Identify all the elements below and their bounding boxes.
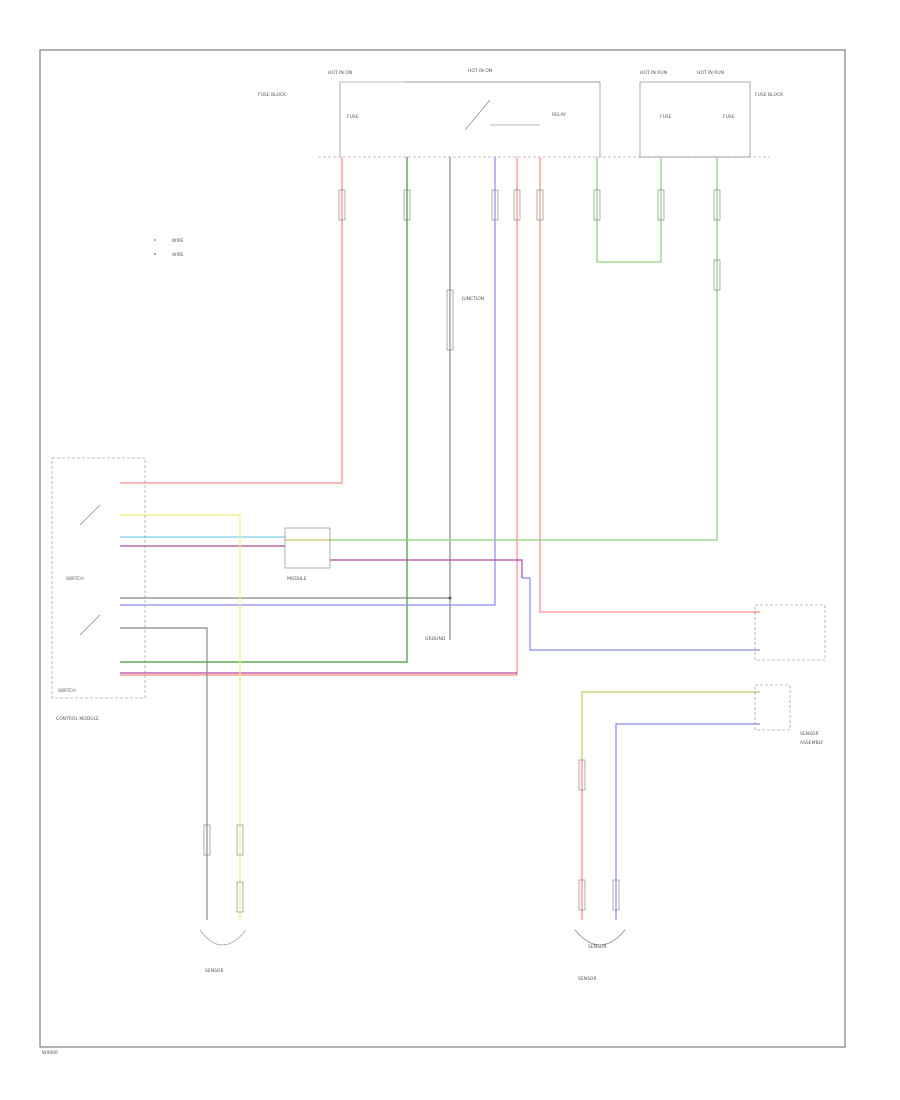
fuse-top-right1-label: HOT IN RUN — [640, 70, 667, 76]
connector-mark — [513, 189, 521, 221]
connector-mark — [203, 824, 211, 856]
legend-marker-1 — [154, 239, 156, 241]
left-box-caption: CONTROL MODULE — [56, 716, 99, 722]
bottom-right-sensor-body — [574, 929, 626, 946]
wire-yellow-green-2 — [581, 691, 760, 760]
fuse-top-right2-label: HOT IN RUN — [697, 70, 724, 76]
mid-junction: JUNCTION GROUND — [425, 289, 484, 642]
wire-blue-1 — [120, 157, 496, 606]
fuse-block-right: HOT IN RUN HOT IN RUN FUSE FUSE FUSE BLO… — [639, 70, 784, 158]
junction-connector — [446, 289, 454, 351]
switch-box-name: SWITCH — [66, 576, 84, 582]
diagram-frame — [39, 49, 846, 1048]
legend-item-1: WIRE — [172, 238, 184, 244]
wire-green-1 — [120, 157, 408, 663]
relay-contact — [464, 99, 491, 131]
relay-label: RELAY — [552, 112, 566, 118]
connector-mark — [338, 189, 346, 221]
bottom-left-caption: SENSOR — [205, 968, 224, 974]
left-switch-lever-2 — [79, 614, 101, 636]
connector-mark — [236, 824, 244, 856]
connector-mark — [713, 189, 721, 221]
legend-item-2: WIRE — [172, 252, 184, 258]
connector-mark — [713, 259, 721, 291]
sensor-right-caption: SENSOR — [800, 731, 819, 737]
center-module-box — [284, 527, 331, 569]
connector-mark — [657, 189, 665, 221]
wire-blue-2 — [522, 577, 760, 651]
wire-purple-2 — [330, 559, 523, 578]
footer-code: W0000 — [42, 1050, 58, 1056]
bottom-right-sensor: SENSOR SENSOR — [574, 929, 626, 982]
wire-red-2 — [120, 157, 518, 676]
right-lower-outline — [754, 684, 791, 731]
connector-mark — [612, 879, 620, 911]
fuse2-label: FUSE — [660, 114, 672, 120]
wire-gray-3 — [120, 627, 208, 920]
left-switch-caption: SWITCH — [58, 688, 76, 694]
left-module-outline — [51, 457, 146, 699]
connector-mark — [593, 189, 601, 221]
right-sensor-outline — [754, 604, 826, 661]
wire-blue-3 — [615, 723, 760, 920]
wire-light-green-2 — [330, 157, 718, 541]
module-label: MODULE — [287, 576, 307, 582]
fuse-block-top: HOT IN ON HOT IN ON FUSE BLOCK FUSE RELA… — [258, 68, 770, 158]
sensor-right-sub: ASSEMBLY — [800, 740, 824, 746]
fuse-box-name: FUSE BLOCK — [258, 92, 287, 98]
fuse-top-mid-label: HOT IN ON — [468, 68, 492, 74]
connector-mark — [536, 189, 544, 221]
right-sensor: SENSOR ASSEMBLY — [754, 604, 826, 746]
connector-marks — [203, 189, 721, 913]
bottom-right-mid: SENSOR — [588, 944, 607, 950]
connector-mark — [491, 189, 499, 221]
mid-ground-label: GROUND — [425, 636, 446, 642]
fuse3-label: FUSE — [723, 114, 735, 120]
fuse-block-right-outline — [639, 81, 751, 158]
bottom-right-caption: SENSOR — [578, 976, 597, 982]
left-control-module: SWITCH SWITCH CONTROL MODULE — [51, 457, 146, 722]
connector-mark — [236, 881, 244, 913]
legend-marker-2 — [154, 253, 156, 255]
wire-legend: WIRE WIRE — [154, 238, 184, 258]
connector-mark — [578, 879, 586, 911]
splice-dot — [448, 596, 452, 600]
bottom-left-sensor-body — [199, 929, 247, 946]
mid-junction-label: JUNCTION — [461, 296, 484, 302]
left-switch-lever-1 — [79, 504, 101, 526]
connector-mark — [578, 759, 586, 791]
fuse-block-outline — [339, 81, 601, 157]
wire-light-green-loop — [596, 157, 662, 263]
fuse-top-left-label: HOT IN ON — [328, 70, 352, 76]
connector-mark — [403, 189, 411, 221]
wire-red-1 — [120, 157, 343, 484]
bottom-left-sensor: SENSOR — [199, 929, 247, 974]
right-box-name: FUSE BLOCK — [755, 92, 784, 98]
wire-yellow-1 — [120, 514, 241, 920]
fuse1-label: FUSE — [347, 114, 359, 120]
wire-red-3 — [539, 157, 760, 613]
center-module: MODULE — [284, 527, 331, 582]
